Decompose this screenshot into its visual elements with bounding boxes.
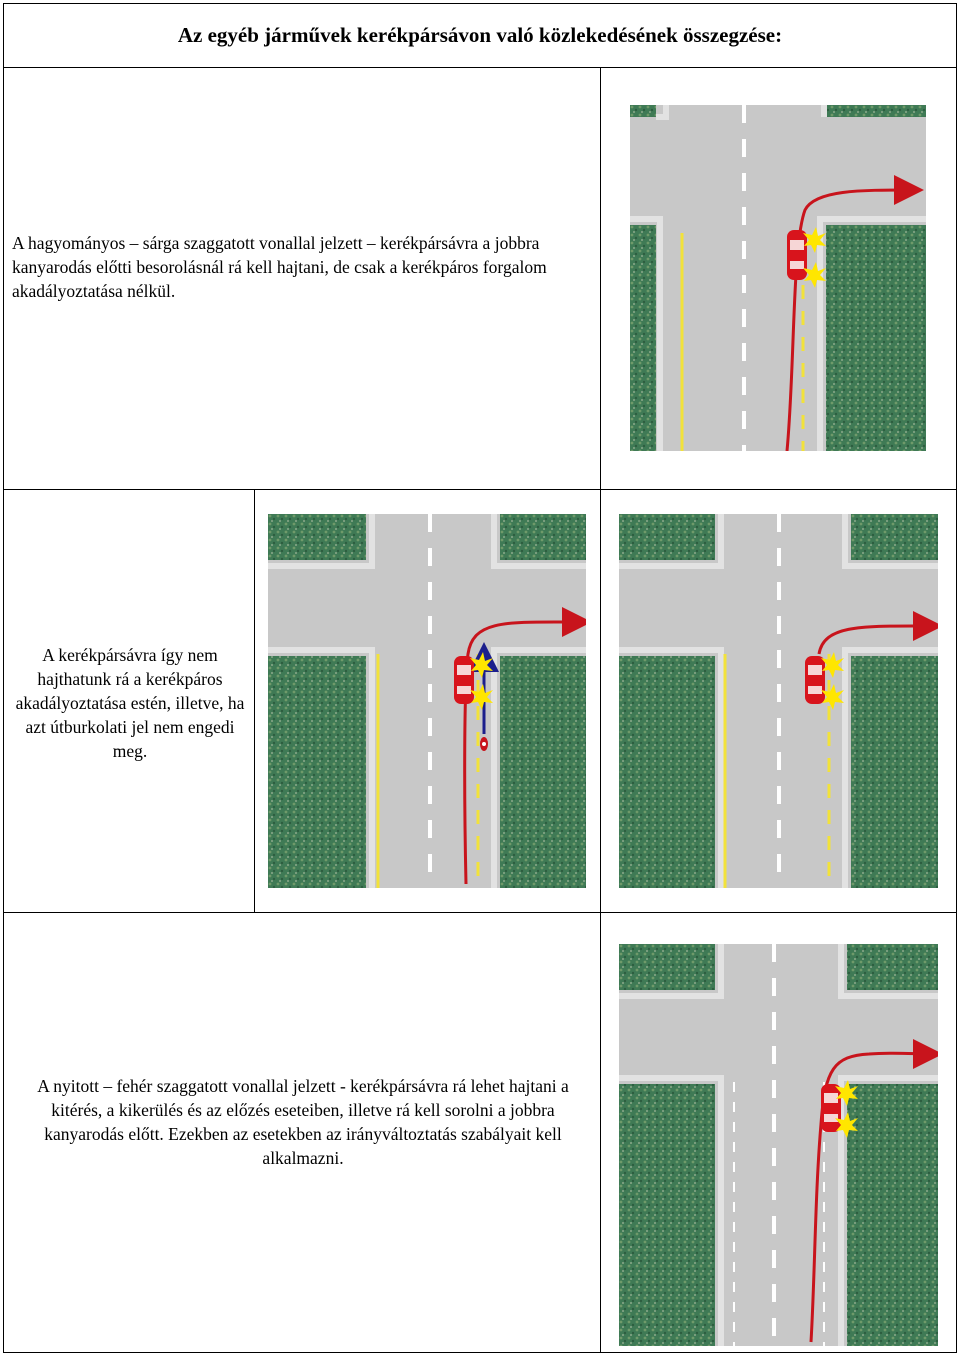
car-icon [821, 1084, 841, 1132]
intersection-diagram-white-lane [619, 944, 938, 1346]
title-divider [3, 67, 957, 68]
page-title: Az egyéb járművek kerékpársávon való köz… [177, 23, 783, 47]
section-3-text: A nyitott – fehér szaggatott vonallal je… [37, 1076, 569, 1168]
section-2-text: A kerékpársávra így nem hajthatunk rá a … [15, 645, 245, 761]
row1-column-divider [600, 67, 601, 489]
intersection-diagram-yellow-lane-right [619, 514, 938, 888]
row1-divider [3, 489, 957, 490]
row2-column-divider-right [600, 489, 601, 912]
section-1-text: A hagyományos – sárga szaggatott vonalla… [12, 233, 547, 301]
intersection-diagram-yellow-lane [630, 105, 926, 451]
intersection-diagram-cyclist-conflict [268, 514, 586, 888]
row3-column-divider [600, 912, 601, 1353]
car-icon [787, 230, 807, 280]
bicycle-icon [480, 737, 488, 751]
car-icon [454, 656, 474, 704]
row2-column-divider-left [254, 489, 255, 912]
car-icon [805, 656, 825, 704]
row2-divider [3, 912, 957, 913]
page-border [3, 3, 957, 1353]
